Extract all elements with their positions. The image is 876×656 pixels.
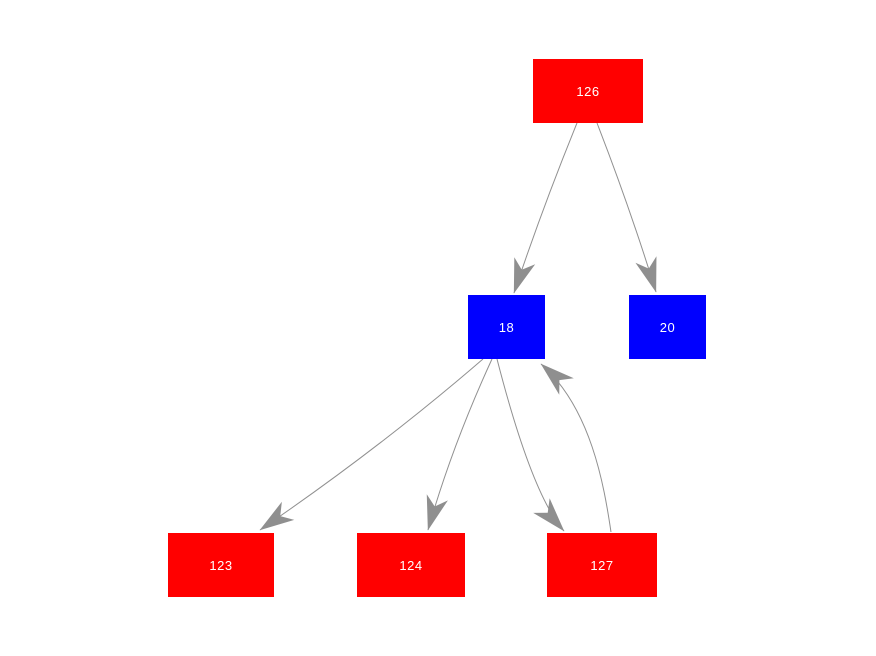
edge-18-127[interactable] — [496, 358, 565, 532]
node-label: 124 — [399, 557, 423, 573]
node-label: 123 — [209, 557, 233, 573]
graph-node-20[interactable]: 20 — [629, 295, 706, 359]
node-label: 20 — [659, 319, 676, 335]
graph-node-124[interactable]: 124 — [357, 533, 465, 597]
node-label: 127 — [590, 557, 614, 573]
edge-group — [259, 122, 657, 533]
edge-126-20[interactable] — [596, 122, 657, 293]
graph-node-18[interactable]: 18 — [468, 295, 545, 359]
graph-node-123[interactable]: 123 — [168, 533, 274, 597]
edge-18-124[interactable] — [426, 358, 493, 531]
node-label: 126 — [576, 83, 600, 99]
edge-127-18[interactable] — [540, 363, 612, 533]
edge-18-123[interactable] — [259, 358, 484, 531]
edge-126-18[interactable] — [513, 122, 578, 294]
graph-node-127[interactable]: 127 — [547, 533, 657, 597]
graph-node-126[interactable]: 126 — [533, 59, 643, 123]
node-label: 18 — [498, 319, 515, 335]
